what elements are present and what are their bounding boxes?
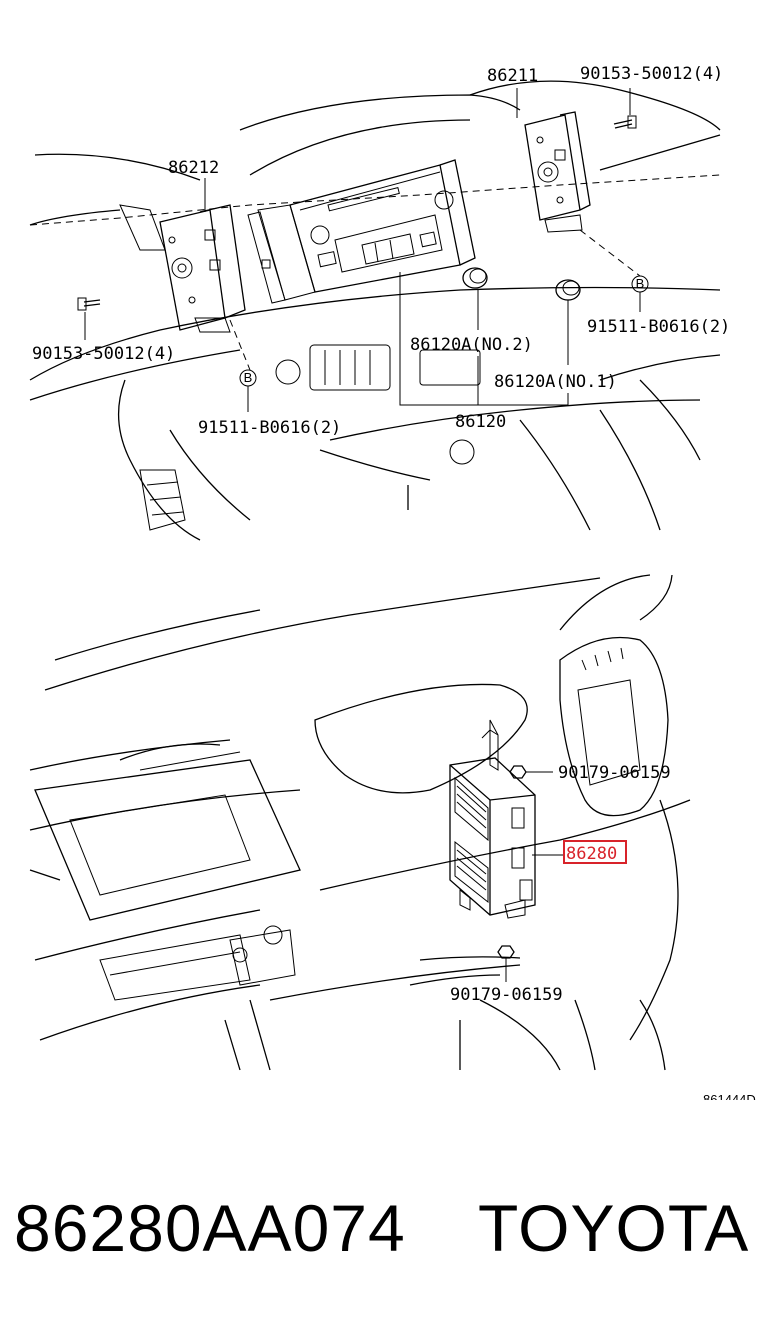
knob-no1 <box>555 279 581 301</box>
upper-leader-lines <box>84 88 641 412</box>
amplifier-unit-86280 <box>449 719 536 919</box>
label-86120: 86120 <box>455 412 506 432</box>
label-91511-right: 91511-B0616(2) <box>587 317 730 337</box>
footer: 86280AA074 TOYOTA <box>0 1180 760 1290</box>
nut-top <box>509 765 527 779</box>
bracket-right-86211 <box>524 111 591 233</box>
label-86120a-no2: 86120A(NO.2) <box>410 335 533 355</box>
parts-diagram: B B 86211 90153-50012(4) 86212 90153-500… <box>29 64 756 1100</box>
diagram-code: 861444D <box>703 1092 756 1100</box>
label-86211: 86211 <box>487 66 538 86</box>
screw-top-right <box>613 115 637 129</box>
bolt-b-left: B <box>239 369 257 387</box>
label-90153-left: 90153-50012(4) <box>32 344 175 364</box>
bolt-b-right-label: B <box>636 276 645 291</box>
highlight-box <box>563 840 627 864</box>
lower-dashboard-illustration <box>29 574 691 1071</box>
bolt-b-left-label: B <box>244 370 253 385</box>
label-86120a-no1: 86120A(NO.1) <box>494 372 617 392</box>
knob-no2 <box>462 267 488 289</box>
brand-name: TOYOTA <box>478 1191 750 1265</box>
screw-left <box>77 297 101 311</box>
radio-receiver-unit <box>247 159 476 304</box>
label-90179-top: 90179-06159 <box>558 763 671 783</box>
label-86212: 86212 <box>168 158 219 178</box>
label-86280: 86280 <box>566 844 617 864</box>
upper-dashboard-illustration <box>29 80 721 541</box>
nut-bottom <box>497 945 515 959</box>
lower-leader-lines <box>505 771 563 982</box>
bolt-b-right: B <box>631 275 649 293</box>
part-number: 86280AA074 <box>14 1191 406 1265</box>
label-90179-bottom: 90179-06159 <box>450 985 563 1005</box>
label-90153-top: 90153-50012(4) <box>580 64 723 84</box>
label-91511-left: 91511-B0616(2) <box>198 418 341 438</box>
bracket-left-86212 <box>119 204 246 333</box>
